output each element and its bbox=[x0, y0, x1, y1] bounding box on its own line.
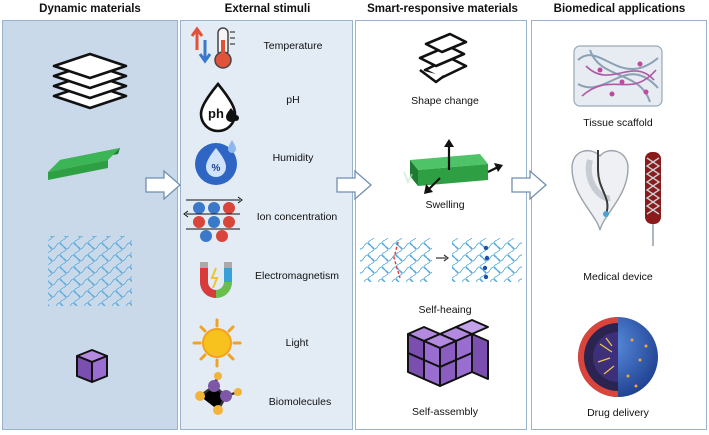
ph-drop-icon bbox=[199, 81, 239, 133]
green-slab-icon bbox=[48, 148, 120, 180]
arrow-right-icon bbox=[511, 169, 547, 201]
heart-device-icon bbox=[571, 149, 629, 231]
sun-icon bbox=[192, 318, 242, 368]
arrow-right-icon bbox=[145, 169, 181, 201]
response-label-swelling: Swelling bbox=[425, 199, 465, 211]
application-label-tissue-scaffold: Tissue scaffold bbox=[583, 117, 653, 129]
humidity-icon-text: % bbox=[212, 163, 221, 174]
self-assembly-cubes-icon bbox=[407, 319, 489, 387]
column-title-dynamic-materials: Dynamic materials bbox=[39, 3, 141, 15]
stimulus-label-temperature: Temperature bbox=[263, 40, 323, 52]
stimulus-label-ph: pH bbox=[286, 94, 300, 106]
stimulus-label-biomolecules: Biomolecules bbox=[268, 396, 332, 408]
stimulus-label-electromagnetism: Electromagnetism bbox=[254, 270, 340, 282]
response-label-self-assembly: Self-assembly bbox=[412, 406, 478, 418]
folding-sheets-icon bbox=[418, 32, 468, 84]
hydrogel-network-icon bbox=[48, 236, 132, 306]
self-healing-network-icon bbox=[360, 238, 522, 282]
thermometer-icon bbox=[190, 26, 235, 69]
humidity-drop-icon bbox=[195, 140, 237, 185]
stimulus-label-humidity: Humidity bbox=[272, 152, 314, 164]
stacked-sheets-icon bbox=[52, 52, 128, 110]
swelling-slab-icon bbox=[403, 139, 503, 194]
application-label-drug-delivery: Drug delivery bbox=[587, 407, 649, 419]
molecule-icon bbox=[195, 372, 242, 415]
response-label-self-healing: Self-heaing bbox=[418, 304, 472, 316]
ions-icon bbox=[183, 196, 243, 242]
tissue-scaffold-icon bbox=[573, 45, 663, 107]
ph-icon-text: ph bbox=[208, 106, 224, 121]
column-title-smart-responsive-materials: Smart-responsive materials bbox=[367, 3, 518, 15]
stimulus-label-ion-concentration: Ion concentration bbox=[256, 211, 338, 223]
drug-delivery-nanoparticle-icon bbox=[578, 317, 658, 397]
stimulus-label-light: Light bbox=[285, 337, 309, 349]
response-label-shape-change: Shape change bbox=[411, 95, 479, 107]
purple-cube-icon bbox=[76, 349, 108, 383]
arrow-right-icon bbox=[336, 169, 372, 201]
column-title-biomedical-applications: Biomedical applications bbox=[553, 3, 686, 15]
magnet-icon bbox=[200, 262, 232, 298]
application-label-medical-device: Medical device bbox=[583, 271, 653, 283]
stent-icon bbox=[645, 152, 661, 246]
column-title-external-stimuli: External stimuli bbox=[224, 3, 311, 15]
